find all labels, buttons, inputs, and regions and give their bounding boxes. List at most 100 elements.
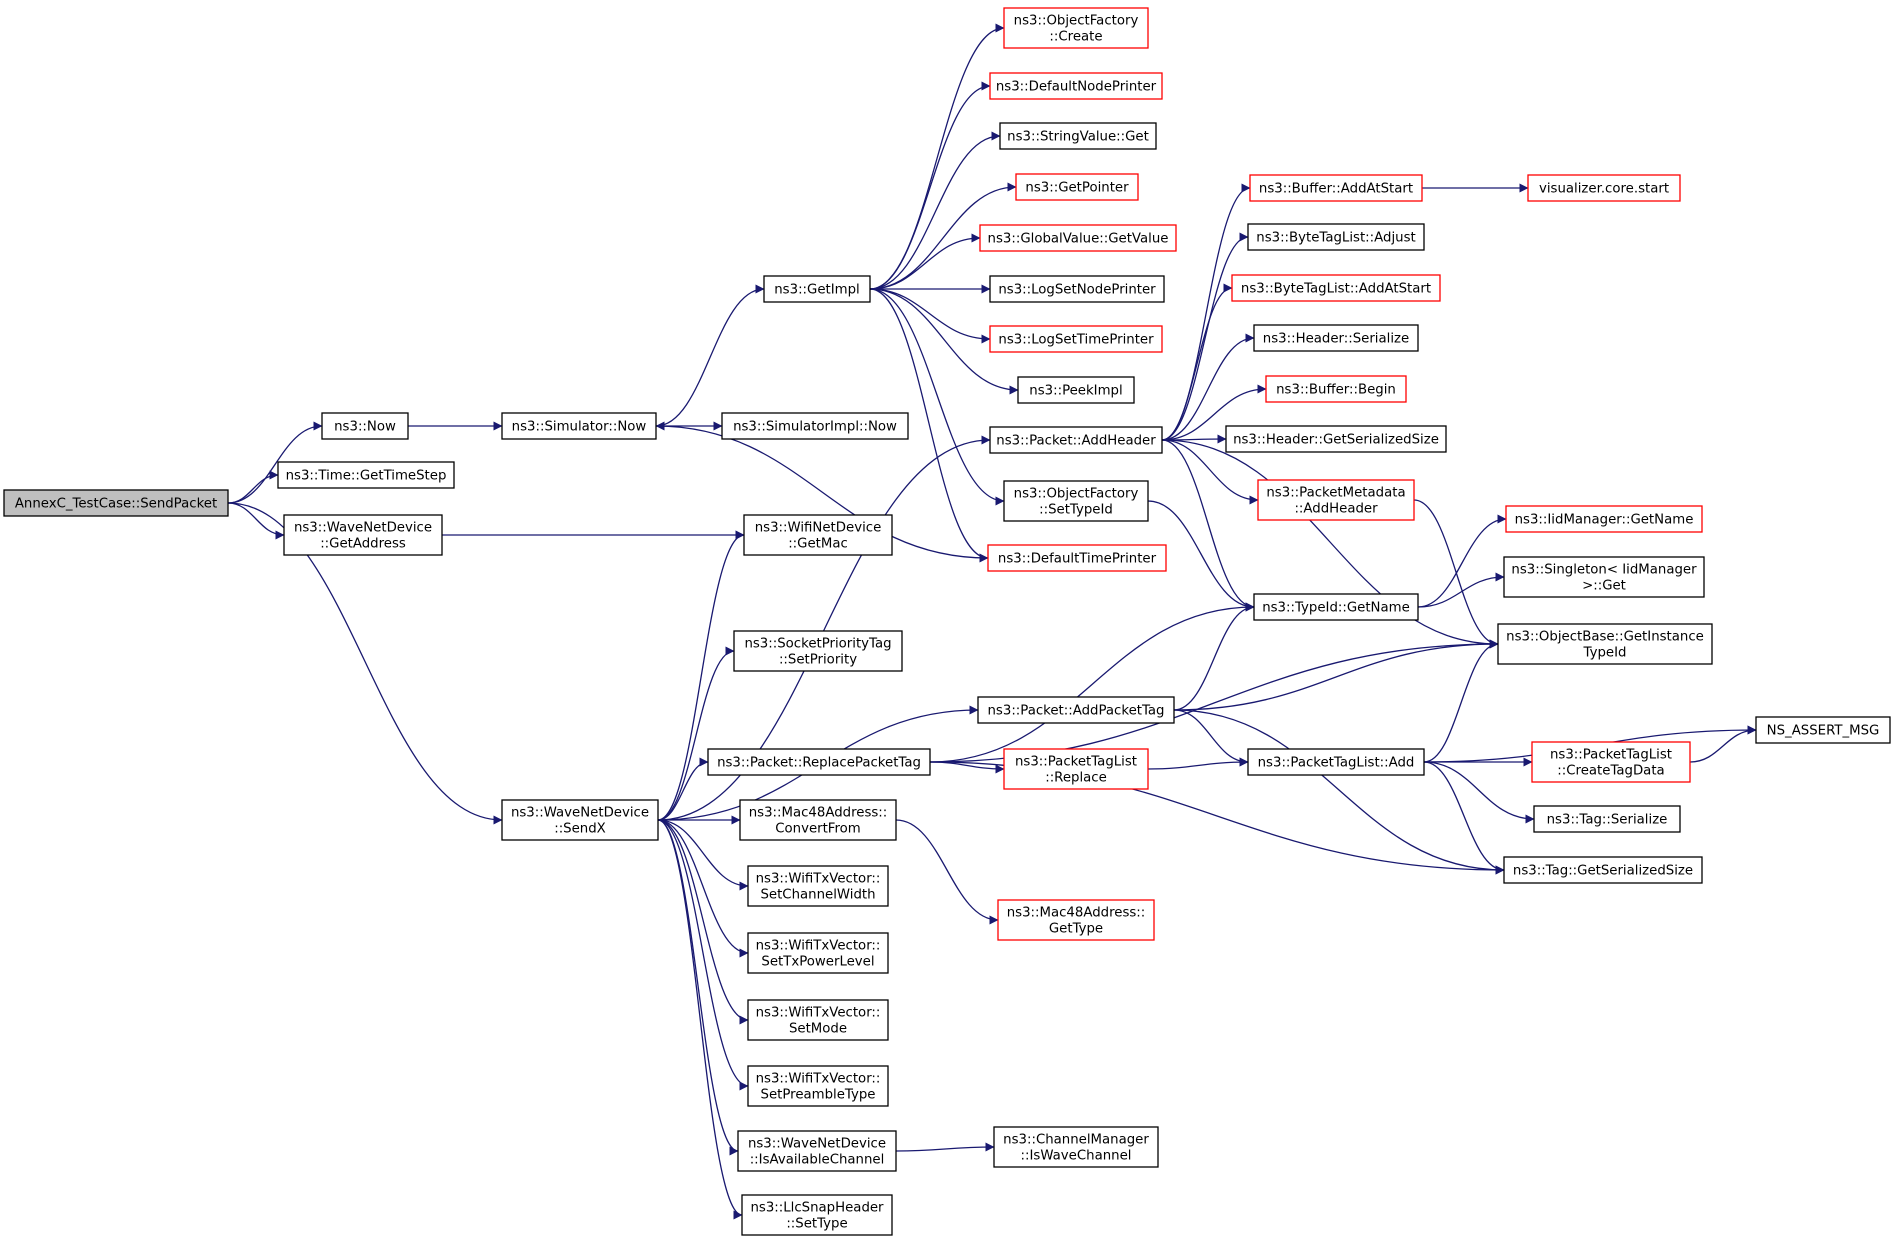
node-wnd_sendx[interactable]: ns3::WaveNetDevice::SendX [501, 799, 659, 841]
node-packet_addpackettag[interactable]: ns3::Packet::AddPacketTag [977, 696, 1175, 724]
node-box [321, 412, 409, 440]
node-deftimeprinter[interactable]: ns3::DefaultTimePrinter [987, 544, 1167, 572]
node-defnodeprinter[interactable]: ns3::DefaultNodePrinter [989, 72, 1163, 100]
edge-packet_addheader-to-typeid_getname [1161, 439, 1255, 612]
edge-arrow [657, 819, 749, 958]
node-label: ::GetAddress [320, 537, 406, 552]
node-typeid_getname[interactable]: ns3::TypeId::GetName [1253, 593, 1419, 621]
node-chmgr_iswave[interactable]: ns3::ChannelManager::IsWaveChannel [993, 1126, 1159, 1168]
node-tag_getsersize[interactable]: ns3::Tag::GetSerializedSize [1503, 856, 1703, 884]
node-of_settypeid[interactable]: ns3::ObjectFactory::SetTypeId [1003, 480, 1149, 522]
node-btl_addatstart[interactable]: ns3::ByteTagList::AddAtStart [1231, 274, 1441, 302]
node-box [979, 224, 1177, 252]
node-label: ::GetMac [788, 537, 848, 552]
node-box [3, 489, 229, 517]
node-label: ns3::PeekImpl [1029, 384, 1122, 399]
node-header_getsersize[interactable]: ns3::Header::GetSerializedSize [1225, 425, 1447, 453]
node-box [739, 799, 897, 841]
node-mac48_convert[interactable]: ns3::Mac48Address::ConvertFrom [739, 799, 897, 841]
node-tx_power[interactable]: ns3::WifiTxVector::SetTxPowerLevel [747, 932, 889, 974]
node-singleton_get[interactable]: ns3::Singleton< IidManager>::Get [1503, 556, 1705, 598]
node-wnd_getaddress[interactable]: ns3::WaveNetDevice::GetAddress [283, 514, 443, 556]
node-label: ns3::Tag::Serialize [1547, 813, 1668, 828]
node-sockprio[interactable]: ns3::SocketPriorityTag::SetPriority [733, 630, 903, 672]
edge-packet_addheader-to-header_serialize [1161, 333, 1255, 441]
node-label: ns3::WifiTxVector:: [756, 939, 881, 954]
node-box [763, 275, 871, 303]
edge-packet_addheader-to-btl_addatstart [1161, 283, 1233, 441]
node-label: ::SetTypeId [1039, 503, 1113, 518]
node-tx_chwidth[interactable]: ns3::WifiTxVector::SetChannelWidth [747, 865, 889, 907]
node-logsettimeprinter[interactable]: ns3::LogSetTimePrinter [989, 325, 1163, 353]
node-stringvalue_get[interactable]: ns3::StringValue::Get [999, 122, 1157, 150]
node-box [1253, 593, 1419, 621]
node-label: ::IsAvailableChannel [750, 1153, 885, 1168]
edge-root-to-gettimestep [227, 470, 279, 504]
node-pm_addheader[interactable]: ns3::PacketMetadata::AddHeader [1257, 479, 1415, 521]
node-getpointer[interactable]: ns3::GetPointer [1015, 173, 1139, 201]
node-label: >::Get [1582, 579, 1626, 594]
edge-getimpl-to-of_settypeid [869, 288, 1005, 506]
edge-of_settypeid-to-typeid_getname [1147, 500, 1255, 612]
node-label: ns3::SimulatorImpl::Now [733, 420, 897, 435]
edge-deftimeprinter-to-sim_now [655, 421, 989, 559]
node-getimpl[interactable]: ns3::GetImpl [763, 275, 871, 303]
node-box [1231, 274, 1441, 302]
node-wnd_isavail[interactable]: ns3::WaveNetDevice::IsAvailableChannel [737, 1130, 897, 1172]
edge-arrow [1173, 709, 1249, 767]
node-ptl_createtagdata[interactable]: ns3::PacketTagList::CreateTagData [1531, 741, 1691, 783]
node-ptl_replace[interactable]: ns3::PacketTagList::Replace [1003, 748, 1149, 790]
edge-arrow [895, 1142, 995, 1152]
node-viz_start[interactable]: visualizer.core.start [1527, 174, 1681, 202]
node-label: ns3::Singleton< IidManager [1511, 563, 1697, 578]
node-ns_assert_msg[interactable]: NS_ASSERT_MSG [1755, 716, 1891, 744]
node-root[interactable]: AnnexC_TestCase::SendPacket [3, 489, 229, 517]
edge-arrow [1173, 709, 1505, 875]
node-tag_serialize[interactable]: ns3::Tag::Serialize [1533, 805, 1681, 833]
node-label: ns3::Packet::AddHeader [996, 434, 1156, 449]
node-llc_settype[interactable]: ns3::LlcSnapHeader::SetType [741, 1194, 893, 1236]
node-label: ns3::WaveNetDevice [511, 806, 649, 821]
node-sim_now[interactable]: ns3::Simulator::Now [501, 412, 657, 440]
node-label: ns3::DefaultNodePrinter [996, 80, 1157, 95]
edge-arrow [655, 421, 989, 559]
node-box [1505, 505, 1703, 533]
node-label: ConvertFrom [775, 822, 861, 837]
node-label: ns3::GetImpl [774, 283, 859, 298]
node-wifi_getmac[interactable]: ns3::WifiNetDevice::GetMac [743, 514, 893, 556]
node-gv_getvalue[interactable]: ns3::GlobalValue::GetValue [979, 224, 1177, 252]
node-label: ns3::LogSetNodePrinter [998, 283, 1156, 298]
node-of_create[interactable]: ns3::ObjectFactory::Create [1003, 7, 1149, 49]
node-simimpl_now[interactable]: ns3::SimulatorImpl::Now [721, 412, 909, 440]
node-iid_getname[interactable]: ns3::IidManager::GetName [1505, 505, 1703, 533]
node-label: ::AddHeader [1294, 502, 1378, 517]
node-box [1247, 748, 1425, 776]
node-label: ns3::DefaultTimePrinter [998, 552, 1157, 567]
node-header_serialize[interactable]: ns3::Header::Serialize [1253, 324, 1419, 352]
node-tx_mode[interactable]: ns3::WifiTxVector::SetMode [747, 999, 889, 1041]
node-peekimpl[interactable]: ns3::PeekImpl [1017, 376, 1135, 404]
node-buffer_addatstart[interactable]: ns3::Buffer::AddAtStart [1249, 174, 1423, 202]
node-replacepackettag[interactable]: ns3::Packet::ReplacePacketTag [707, 748, 931, 776]
node-gettimestep[interactable]: ns3::Time::GetTimeStep [277, 461, 455, 489]
node-label: ns3::ObjectFactory [1014, 487, 1139, 502]
node-box [733, 630, 903, 672]
node-box [1015, 173, 1139, 201]
node-ptl_add[interactable]: ns3::PacketTagList::Add [1247, 748, 1425, 776]
node-logsetnodeprinter[interactable]: ns3::LogSetNodePrinter [989, 275, 1165, 303]
node-box [997, 899, 1155, 941]
edge-wnd_sendx-to-tx_mode [657, 819, 749, 1025]
node-now[interactable]: ns3::Now [321, 412, 409, 440]
node-box [283, 514, 443, 556]
node-label: ns3::StringValue::Get [1007, 130, 1149, 145]
node-tx_preamble[interactable]: ns3::WifiTxVector::SetPreambleType [747, 1065, 889, 1107]
node-box [1503, 556, 1705, 598]
node-btl_adjust[interactable]: ns3::ByteTagList::Adjust [1247, 223, 1425, 251]
node-label: ns3::Header::Serialize [1263, 332, 1409, 347]
edge-arrow [655, 284, 765, 427]
node-label: ns3::TypeId::GetName [1262, 601, 1410, 616]
node-buffer_begin[interactable]: ns3::Buffer::Begin [1265, 375, 1407, 403]
node-packet_addheader[interactable]: ns3::Packet::AddHeader [989, 426, 1163, 454]
node-mac48_gettype[interactable]: ns3::Mac48Address::GetType [997, 899, 1155, 941]
